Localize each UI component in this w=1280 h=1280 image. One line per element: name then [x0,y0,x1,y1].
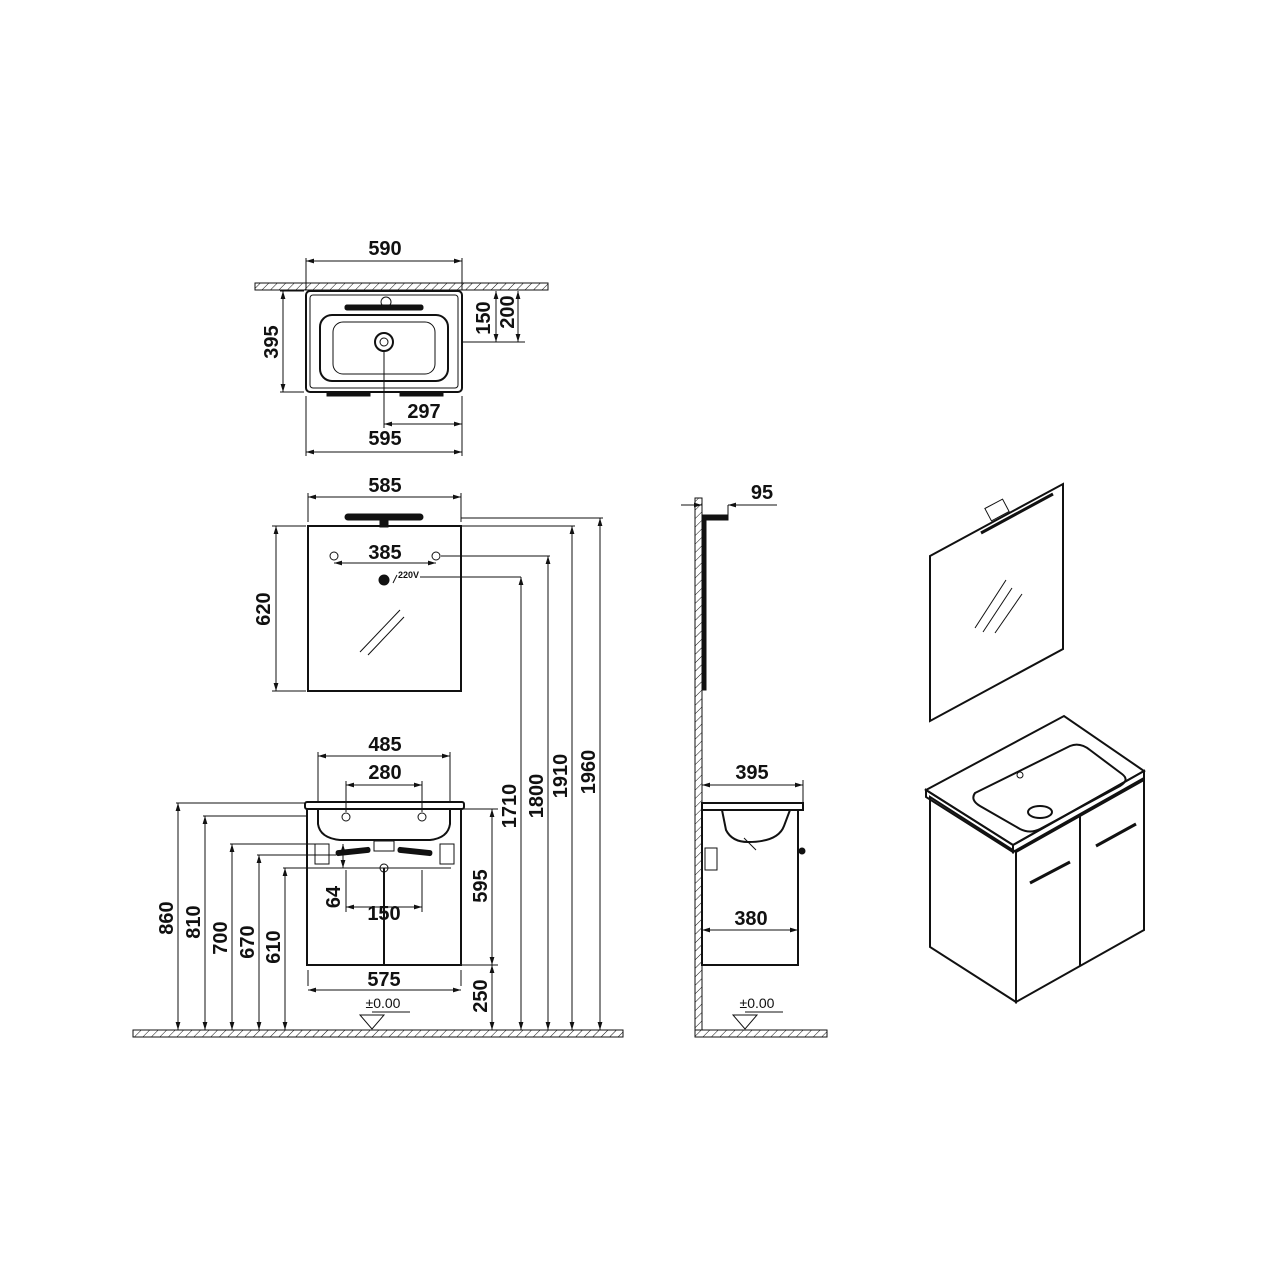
floor-hatch-front [132,1029,624,1038]
iso-cabinet-front [1015,778,1145,1004]
mirror-glare [359,609,401,653]
mirror-front-view: 585 385 220V 620 [253,475,462,692]
dim-1960-label: 1960 [578,750,600,795]
dim-610-label: 610 [263,930,285,963]
iso-basin-top [924,714,1146,847]
dim-64-label: 64 [323,885,345,908]
dim-200-top-label: 200 [497,295,519,328]
floor-hatch-side [694,1029,828,1038]
isometric-view [924,482,1146,1004]
dim-280-label: 280 [368,762,401,784]
iso-handle-right [1095,822,1137,848]
dim-620-label: 620 [253,592,275,625]
top-view: 590 395 150 200 297 595 [254,238,549,456]
cabinet-side [701,809,799,966]
level-marker-side-icon [731,1014,759,1030]
dim-590-label: 590 [368,238,401,260]
floor-level-front-label: ±0.00 [366,995,401,1011]
dim-595-label: 595 [368,428,401,450]
level-marker-front-icon [358,1014,386,1030]
screw-right-icon [431,551,441,561]
dim-595-height-label: 595 [470,869,492,902]
hinge-left-icon [314,843,330,865]
iso-mirror-lamp [980,492,1054,535]
dim-670-label: 670 [237,925,259,958]
wall-hatch-side [694,497,703,1031]
power-outlet-icon [378,574,390,586]
dim-395-side-label: 395 [735,762,768,784]
dim-860-label: 860 [156,901,178,934]
dim-575-label: 575 [367,969,400,991]
dim-385-label: 385 [368,542,401,564]
side-hinge-icon [704,847,718,871]
iso-handle-left [1029,860,1071,885]
dim-150-front-label: 150 [367,903,400,925]
side-view: 95 395 380 ±0.00 [681,482,828,1038]
dim-1910-label: 1910 [550,754,572,799]
dim-380-label: 380 [734,908,767,930]
iso-basin-bowl [972,743,1127,833]
floor-level-side-label: ±0.00 [740,995,775,1011]
hinge-right-icon [439,843,455,865]
dim-1710-label: 1710 [499,784,521,829]
iso-drain-icon [1027,805,1053,819]
unit-front-view: 485 280 64 150 575 595 250 860 810 700 6… [132,517,624,1038]
wall-hatch-top [254,282,549,291]
basin-top-front [304,801,465,810]
dim-395-top-label: 395 [261,325,283,358]
drain-icon [374,332,394,352]
dim-585-label: 585 [368,475,401,497]
dim-1800-label: 1800 [526,774,548,819]
dim-250-label: 250 [470,979,492,1012]
dim-810-label: 810 [183,905,205,938]
dim-95-label: 95 [751,482,773,504]
screw-left-icon [329,551,339,561]
dim-485-label: 485 [368,734,401,756]
voltage-label: 220V [398,570,419,580]
mirror-side-profile [701,517,707,691]
dim-700-label: 700 [210,921,232,954]
dim-150-top-label: 150 [473,301,495,334]
dim-297-label: 297 [407,401,440,423]
basin-side-top [701,802,804,811]
iso-mirror [929,482,1064,723]
top-handle-bar [344,304,424,311]
